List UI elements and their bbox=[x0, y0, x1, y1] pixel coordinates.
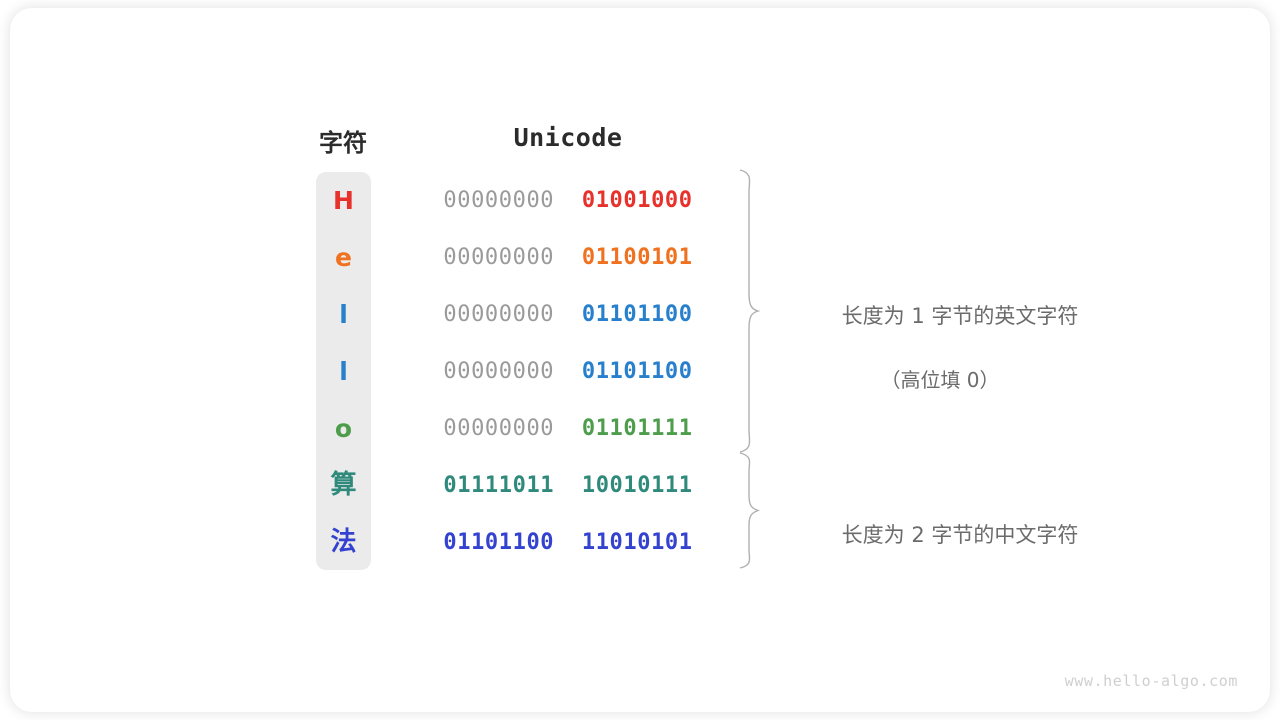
site-watermark: www.hello-algo.com bbox=[1064, 672, 1238, 690]
unicode-binary-row: 00000000 01001000 bbox=[442, 172, 694, 229]
binary-high-byte: 01111011 bbox=[443, 473, 555, 498]
binary-byte-separator bbox=[554, 302, 582, 327]
binary-high-byte: 00000000 bbox=[443, 359, 555, 384]
character-cell: 法 bbox=[330, 527, 357, 557]
column-header-character: 字符 bbox=[319, 129, 367, 157]
binary-high-byte: 00000000 bbox=[443, 245, 555, 270]
binary-byte-separator bbox=[554, 188, 582, 213]
character-cell: o bbox=[334, 414, 353, 443]
character-cell: l bbox=[339, 300, 348, 329]
character-cell: 算 bbox=[330, 470, 357, 500]
binary-high-byte: 00000000 bbox=[443, 302, 555, 327]
binary-high-byte: 00000000 bbox=[443, 416, 555, 441]
unicode-binary-row: 00000000 01101100 bbox=[442, 286, 694, 343]
character-cell: H bbox=[333, 186, 354, 215]
unicode-binary-row: 00000000 01101100 bbox=[442, 343, 694, 400]
binary-byte-separator bbox=[554, 473, 582, 498]
unicode-binary-row: 01101100 11010101 bbox=[442, 514, 694, 571]
binary-low-byte: 01101111 bbox=[581, 416, 693, 441]
annotation-two-byte-line1: 长度为 2 字节的中文字符 bbox=[841, 523, 1079, 547]
annotation-one-byte-line1: 长度为 1 字节的英文字符 bbox=[841, 304, 1079, 328]
character-column-background bbox=[316, 172, 371, 570]
brace-one-byte-group bbox=[739, 169, 760, 453]
binary-low-byte: 01001000 bbox=[581, 188, 693, 213]
binary-low-byte: 10010111 bbox=[581, 473, 693, 498]
binary-byte-separator bbox=[554, 530, 582, 555]
binary-high-byte: 01101100 bbox=[443, 530, 555, 555]
annotation-two-byte: 长度为 2 字节的中文字符 bbox=[780, 495, 1100, 573]
annotation-one-byte: 长度为 1 字节的英文字符 （高位填 0） bbox=[780, 276, 1100, 441]
unicode-binary-row: 01111011 10010111 bbox=[442, 457, 694, 514]
character-cell: l bbox=[339, 357, 348, 386]
unicode-binary-row: 00000000 01100101 bbox=[442, 229, 694, 286]
binary-low-byte: 11010101 bbox=[581, 530, 693, 555]
annotation-one-byte-line2: （高位填 0） bbox=[880, 368, 1000, 392]
binary-byte-separator bbox=[554, 416, 582, 441]
brace-two-byte-group bbox=[739, 452, 760, 569]
binary-low-byte: 01101100 bbox=[581, 359, 693, 384]
binary-high-byte: 00000000 bbox=[443, 188, 555, 213]
binary-low-byte: 01100101 bbox=[581, 245, 693, 270]
binary-byte-separator bbox=[554, 245, 582, 270]
binary-byte-separator bbox=[554, 359, 582, 384]
column-header-unicode: Unicode bbox=[513, 123, 623, 152]
binary-low-byte: 01101100 bbox=[581, 302, 693, 327]
diagram-card: 字符 Unicode H 00000000 01001000 e 00000000 0… bbox=[10, 8, 1270, 712]
unicode-binary-row: 00000000 01101111 bbox=[442, 400, 694, 457]
character-cell: e bbox=[335, 243, 352, 272]
